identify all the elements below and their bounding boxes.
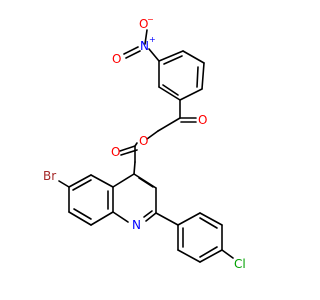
bond-ester-c-o-1 [119, 145, 136, 152]
bond-b2 [68, 174, 92, 188]
charge-plus: + [149, 35, 156, 44]
bond-ar5 [158, 86, 181, 101]
bond-ph-inner1 [199, 217, 218, 229]
atom-cl: Cl [234, 257, 246, 271]
bond-co-ch2 [157, 117, 181, 132]
atom-o-nitro-bottom: O [112, 52, 121, 66]
bonds [58, 29, 234, 263]
atom-o-nitro-top: O [139, 17, 148, 31]
bond-n-ring [148, 48, 160, 62]
bond-ar3 [201, 62, 205, 90]
bond-ar2 [182, 50, 205, 64]
bond-q-ph [155, 212, 179, 226]
atom-labels: O − N + O O O O Br N Cl [43, 15, 246, 271]
atom-o-ketone: O [198, 113, 207, 127]
bond-q4 [112, 211, 129, 223]
bond-n-o-left-1 [123, 46, 139, 55]
bond-b5 [90, 211, 114, 226]
bond-ph4 [199, 249, 223, 263]
structure-canvas: O − N + O O O O Br N Cl [43, 15, 246, 271]
bond-b4 [68, 211, 92, 226]
bond-b-inner2 [73, 208, 92, 220]
charge-minus: − [147, 15, 154, 24]
bond-c-br [58, 180, 70, 188]
bond-ar-inner2 [196, 66, 199, 88]
atom-n-nitro: N [140, 39, 149, 53]
atom-o-ester-carbonyl: O [111, 145, 120, 159]
bond-q-inner1 [138, 177, 154, 188]
bond-ar1 [158, 50, 184, 62]
bond-c-cl [221, 249, 234, 259]
bond-q6 [112, 173, 135, 188]
molecule-structure: O − N + O O O O Br N Cl [43, 15, 246, 271]
bond-b-inner1 [72, 179, 92, 191]
bond-ar-inner1 [163, 55, 183, 65]
bond-b1 [90, 174, 114, 188]
bond-ar-inner3 [162, 84, 179, 96]
atom-br: Br [43, 169, 56, 183]
atom-o-ester-link: O [139, 134, 148, 148]
bond-n-o-top [144, 29, 148, 45]
bond-ester-c-ring [133, 161, 136, 175]
bond-ph1 [177, 212, 201, 226]
bond-q3 [145, 212, 157, 222]
bond-n-o-left-2 [125, 50, 141, 59]
bond-ph5 [177, 249, 201, 263]
bond-ph-inner2 [199, 246, 218, 258]
bond-ar4 [179, 88, 203, 101]
bond-q-inner2 [143, 210, 153, 218]
bond-ph2 [199, 212, 223, 226]
bond-ch2-o [146, 130, 159, 140]
atom-n-quinoline: N [132, 218, 141, 232]
